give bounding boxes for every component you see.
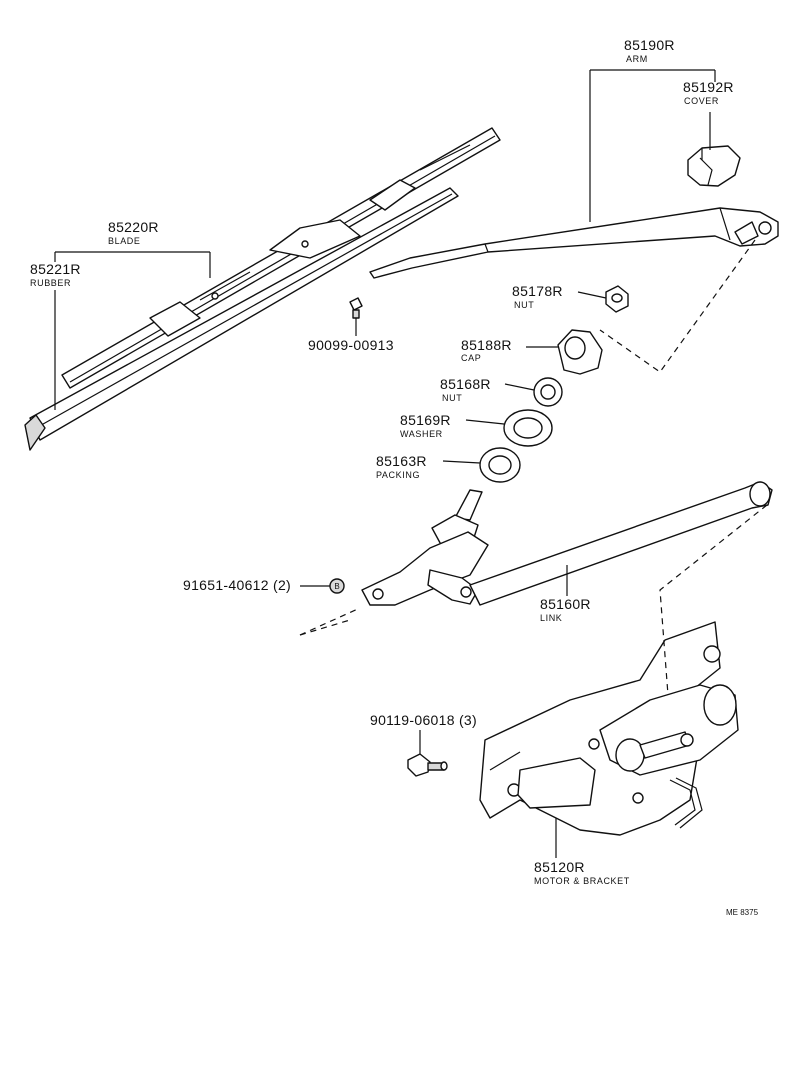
label-motor: 85120R MOTOR & BRACKET: [534, 859, 630, 886]
part-name: ARM: [626, 54, 648, 64]
svg-text:B: B: [334, 582, 339, 591]
part-number: 85188R: [461, 337, 512, 353]
nut-symbol-illustration: B: [329, 578, 345, 594]
part-number: 85120R: [534, 859, 585, 875]
part-number: 85178R: [512, 283, 563, 299]
part-number: 90099-00913: [308, 337, 394, 353]
part-name: RUBBER: [30, 278, 71, 288]
label-rubber: 85221R RUBBER: [30, 261, 81, 288]
label-nut-91651: 91651-40612 (2): [183, 577, 291, 593]
part-number: 85163R: [376, 453, 427, 469]
label-link: 85160R LINK: [540, 596, 591, 623]
part-name: WASHER: [400, 429, 443, 439]
part-name: LINK: [540, 613, 562, 623]
diagram-code: ME 8375: [726, 908, 759, 917]
part-number: 85169R: [400, 412, 451, 428]
part-name: CAP: [461, 353, 481, 363]
cap-illustration: [557, 329, 603, 375]
label-cover: 85192R COVER: [683, 79, 734, 106]
wiper-blade-illustration: [24, 127, 501, 451]
part-name: NUT: [442, 393, 462, 403]
label-screw: 90099-00913: [308, 337, 394, 353]
cover-illustration: [687, 145, 741, 187]
part-number: 85221R: [30, 261, 81, 277]
motor-bracket-illustration: [479, 621, 739, 836]
part-number: 85192R: [683, 79, 734, 95]
part-name: MOTOR & BRACKET: [534, 876, 630, 886]
part-number: 91651-40612 (2): [183, 577, 291, 593]
label-nut-85168r: 85168R NUT: [440, 376, 491, 403]
leader-lines: [54, 69, 716, 858]
label-washer: 85169R WASHER: [400, 412, 451, 439]
label-cap: 85188R CAP: [461, 337, 512, 363]
packing-illustration: [479, 447, 521, 483]
label-bolt: 90119-06018 (3): [370, 712, 477, 728]
link-illustration: [361, 481, 773, 606]
part-number: 85168R: [440, 376, 491, 392]
nut-85168r-illustration: [533, 377, 563, 407]
wiper-arm-illustration: [369, 207, 779, 279]
label-nut-85178r: 85178R NUT: [512, 283, 563, 310]
washer-illustration: [503, 409, 553, 447]
label-packing: 85163R PACKING: [376, 453, 427, 480]
part-number: 85190R: [624, 37, 675, 53]
bolt-illustration: [407, 753, 448, 777]
nut-85178r-illustration: [605, 285, 629, 313]
part-name: PACKING: [376, 470, 420, 480]
part-name: COVER: [684, 96, 719, 106]
part-name: NUT: [514, 300, 534, 310]
part-number: 90119-06018 (3): [370, 712, 477, 728]
label-arm: 85190R ARM: [624, 37, 675, 64]
part-number: 85220R: [108, 219, 159, 235]
screw-illustration: [349, 297, 363, 330]
assembly-guide-lines: [299, 239, 768, 696]
part-name: BLADE: [108, 236, 141, 246]
label-blade: 85220R BLADE: [108, 219, 159, 246]
part-number: 85160R: [540, 596, 591, 612]
